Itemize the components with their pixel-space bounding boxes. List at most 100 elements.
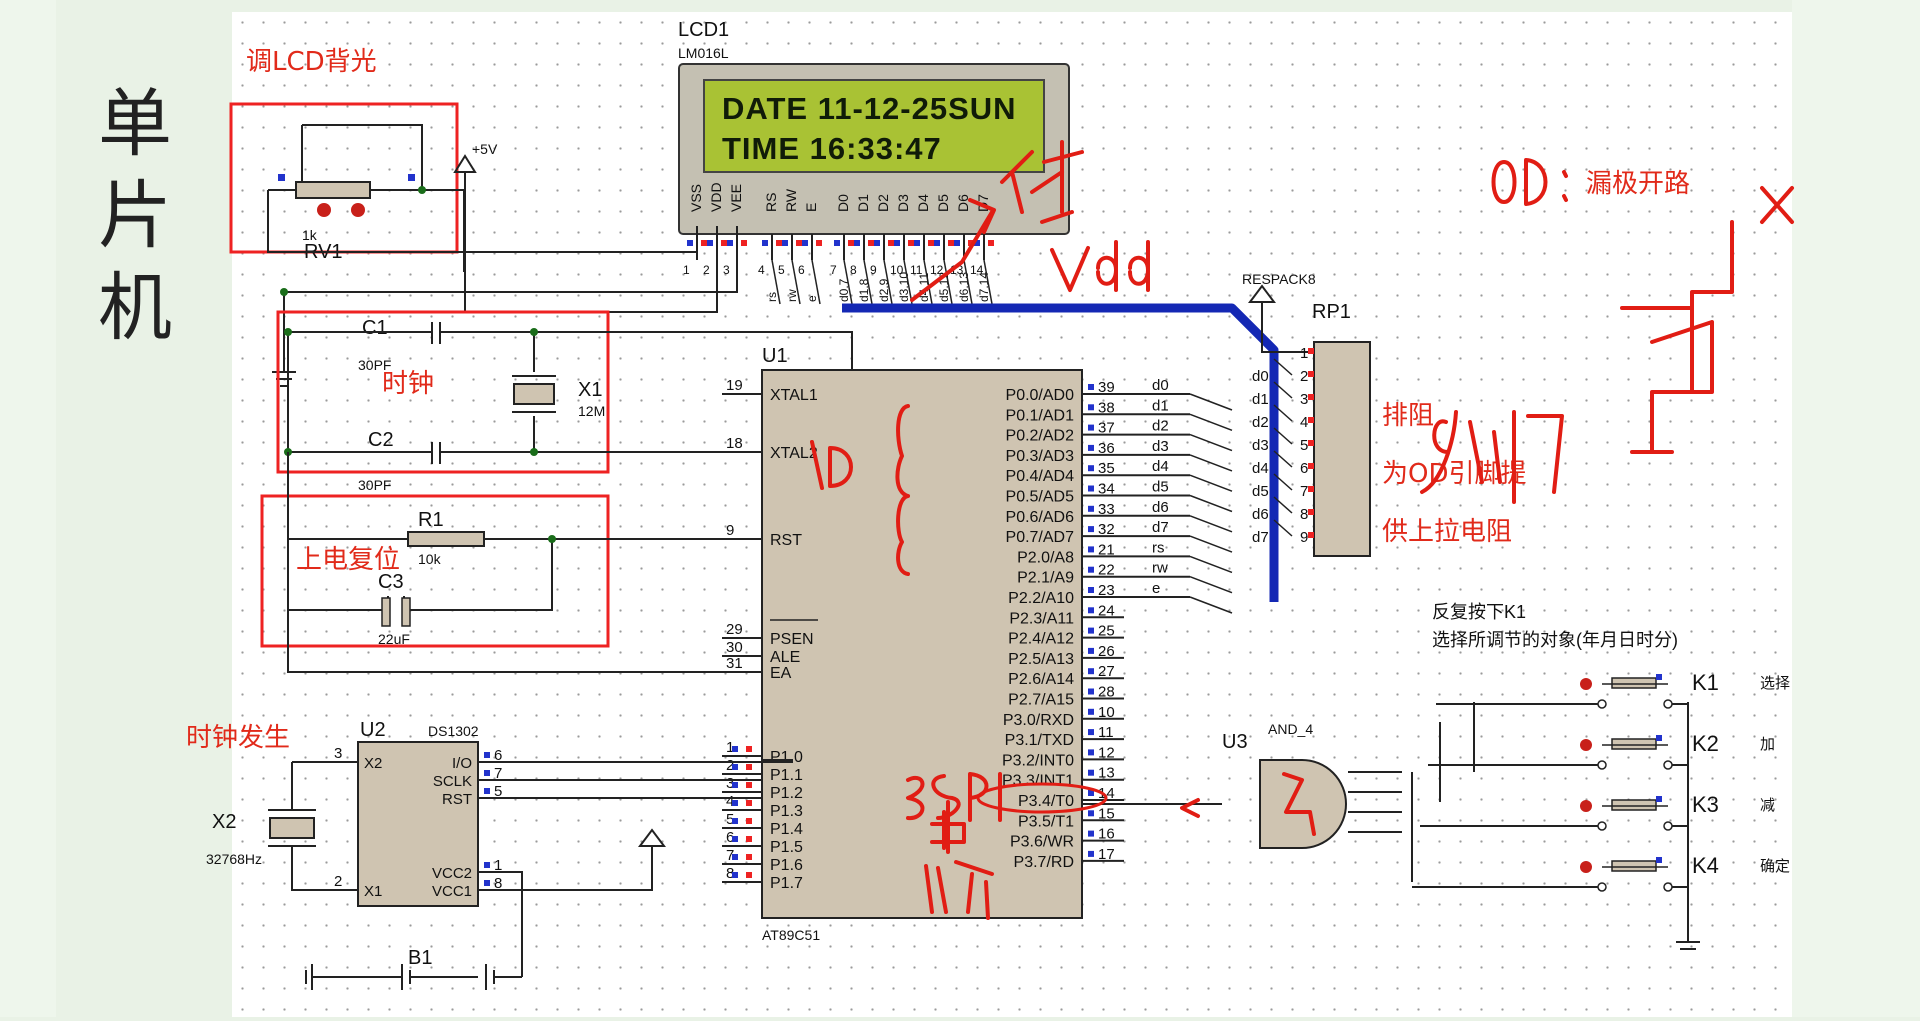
b1-ref: B1 [408, 947, 432, 969]
x1-plates [512, 375, 556, 413]
key-pin-marker [1656, 857, 1662, 863]
mcu-net-label: d2 [1152, 418, 1169, 435]
mcu-bus-entry [1189, 393, 1233, 411]
rv1-highlight-box [229, 102, 459, 254]
mcu-pin-marker [1088, 384, 1094, 390]
mcu-pin-marker [1088, 627, 1094, 634]
mcu-right-pin-number: 37 [1098, 420, 1115, 437]
rp1-net-label: d3 [1252, 437, 1269, 454]
rp1-pin-number: 6 [1300, 460, 1308, 477]
mcu-right-pin-name: P3.4/T0 [1018, 793, 1074, 810]
mcu-right-pin-name: P0.1/AD1 [1006, 407, 1075, 424]
lcd-pin-marker [928, 240, 934, 246]
lcd-module: LCD1 LM016L DATE 11-12-25SUN TIME 16:33:… [678, 19, 1070, 277]
mcu-left-pin-number: 18 [726, 435, 743, 452]
reset-highlight-box [260, 494, 610, 648]
mcu-right-pin-name: P2.7/A15 [1008, 692, 1074, 709]
key-cap [1611, 677, 1657, 689]
lcd-bus-net-label: e [805, 295, 819, 302]
mcu-pin-marker [746, 746, 752, 752]
x2-wires [268, 761, 358, 891]
mcu-right-pin-name: P3.1/TXD [1005, 732, 1074, 749]
x2-value: 32768Hz [206, 851, 262, 867]
c2-ref: C2 [368, 429, 394, 451]
rp1-pin-number: 8 [1300, 506, 1308, 523]
c3-plate [381, 597, 391, 627]
rp1-annotation-line-2: 为OD引脚提 [1382, 459, 1527, 489]
key-pin-marker [1656, 796, 1662, 802]
rp1-bus-entry [1273, 450, 1293, 468]
lcd-pin-marker [707, 240, 713, 246]
lcd-pin-marker [816, 240, 822, 246]
lcd-pin-label: VEE [728, 184, 744, 212]
rp1-bus-entry [1273, 519, 1293, 537]
lcd-pin-number: 14 [970, 263, 984, 277]
mcu-right-pin-name: P0.5/AD5 [1006, 489, 1075, 506]
lcd-bus-net-label: d1.8 [857, 278, 871, 302]
lcd-pin-marker [894, 240, 900, 246]
rp1-power-icon [1248, 284, 1276, 303]
lcd-vee-wire [284, 226, 738, 293]
mcu-right-pin-number: 32 [1098, 521, 1115, 538]
rtc-right-pin-name: VCC1 [432, 883, 472, 900]
rtc-pin-marker [484, 862, 490, 868]
mcu-right-pins: 39P0.0/AD0d038P0.1/AD1d137P0.2/AD2d236P0… [1002, 377, 1233, 871]
keys-note-line-1: 反复按下K1 [1432, 602, 1526, 622]
keys-note-line-2: 选择所调节的对象(年月日时分) [1432, 630, 1678, 650]
c2-wire [288, 442, 952, 464]
mcu-pin-marker [1088, 688, 1094, 695]
rtc-pin-marker [484, 770, 490, 776]
mcu-right-pin-number: 22 [1098, 562, 1115, 579]
mcu-right-pin-number: 25 [1098, 623, 1115, 640]
mcu-right-pin-name: P0.4/AD4 [1006, 468, 1075, 485]
mcu-right-pin-number: 24 [1098, 602, 1115, 619]
mcu-pin-marker [1088, 404, 1094, 411]
mcu-right-pin-name: P3.6/WR [1010, 834, 1074, 851]
lcd-model: LM016L [678, 45, 729, 61]
r1-value: 10k [418, 551, 442, 567]
key-contact [1597, 882, 1607, 892]
key-label: 确定 [1760, 858, 1790, 875]
and-gate-body [1259, 759, 1347, 849]
p0-od-handwriting [810, 440, 853, 490]
mcu-bus-entry [1189, 454, 1233, 472]
power-5v: +5V [453, 141, 718, 313]
mcu-right-pin-number: 38 [1098, 399, 1115, 416]
lcd-pin-marker [721, 240, 727, 246]
c2-value: 30PF [358, 477, 391, 493]
mcu-left-pin-name: ALE [770, 649, 800, 666]
mcu-pin-marker [1088, 769, 1094, 776]
mcu-pin-marker [732, 800, 738, 806]
rv1-pin-marker [278, 174, 285, 181]
key-ref: K4 [1692, 853, 1719, 878]
mcu-pin-marker [1088, 607, 1094, 614]
lcd-pin-label: D4 [915, 194, 931, 212]
mcu-left-pin-name: P1.7 [770, 875, 803, 892]
lcd-pin-marker [868, 240, 874, 246]
c1-wire [288, 322, 952, 395]
mcu-left-pin-name: P1.4 [770, 821, 803, 838]
mcu-right-pin-number: 33 [1098, 501, 1115, 518]
mcu-pin-marker [1088, 546, 1094, 553]
lcd-pin-marker [874, 240, 880, 246]
rp1-bus-entry [1273, 427, 1293, 445]
rtc-pin-marker [484, 880, 490, 886]
rtc-power-icon [638, 828, 666, 847]
mcu-net-label: rw [1152, 560, 1168, 577]
rtc-vcc-wire [478, 846, 653, 891]
lcd-pin-marker [834, 240, 840, 246]
rtc-right-pin-number: 7 [494, 765, 502, 782]
rp1-pin-number: 2 [1300, 368, 1308, 385]
mcu-right-pin-number: 16 [1098, 826, 1115, 843]
rp1-annotation-line-3: 供上拉电阻 [1382, 517, 1512, 547]
mcu-right-pin-name: P0.7/AD7 [1006, 529, 1075, 546]
lcd-pin-marker [796, 240, 802, 246]
mcu-right-pin-name: P3.5/T1 [1018, 813, 1074, 830]
mcu-u1: U1 AT89C51 19XTAL118XTAL29RST29PSEN30ALE… [722, 345, 1233, 943]
mcu-pin-marker [732, 872, 738, 878]
mcu-right-pin-number: 39 [1098, 379, 1115, 396]
mcu-pin-marker [1088, 749, 1094, 756]
